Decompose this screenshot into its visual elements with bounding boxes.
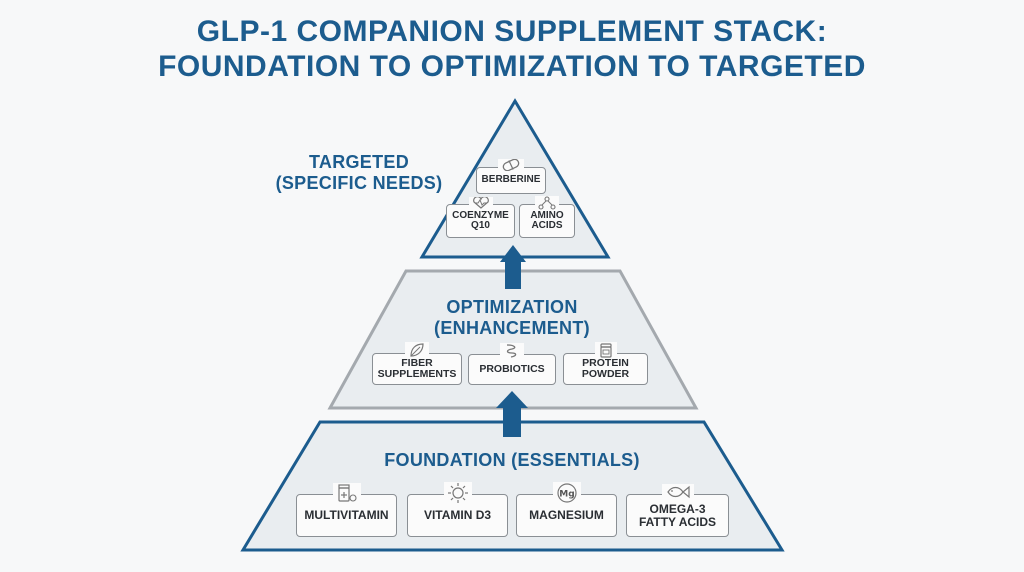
sun-icon bbox=[443, 482, 472, 504]
magnesium-element-icon: Mg bbox=[552, 482, 581, 504]
up-arrow-top bbox=[500, 245, 526, 289]
probiotics-box: PROBIOTICS bbox=[468, 343, 556, 385]
fish-icon bbox=[661, 484, 694, 500]
multivitamin-label: MULTIVITAMIN bbox=[304, 508, 389, 523]
molecule-icon bbox=[535, 196, 559, 210]
leaf-icon bbox=[405, 342, 429, 358]
berberine-label: BERBERINE bbox=[481, 174, 541, 186]
coenzyme-q10-box: COENZYME Q10 bbox=[446, 196, 515, 238]
page-title: GLP-1 COMPANION SUPPLEMENT STACK: FOUNDA… bbox=[0, 14, 1024, 84]
optimization-tier-label: OPTIMIZATION (ENHANCEMENT) bbox=[392, 297, 632, 339]
coenzyme-label-line-1: COENZYME bbox=[452, 209, 509, 221]
optimization-label-line-1: OPTIMIZATION bbox=[446, 297, 578, 317]
title-line-2: FOUNDATION TO OPTIMIZATION TO TARGETED bbox=[158, 50, 866, 83]
protein-label-line-2: POWDER bbox=[581, 368, 630, 380]
foundation-tier-label: FOUNDATION (ESSENTIALS) bbox=[384, 450, 640, 470]
up-arrow-bottom bbox=[496, 391, 528, 437]
omega-3-box: OMEGA-3 FATTY ACIDS bbox=[626, 484, 729, 537]
probiotics-label: PROBIOTICS bbox=[479, 362, 545, 375]
magnesium-box: Mg MAGNESIUM bbox=[516, 482, 617, 537]
capsule-icon bbox=[498, 158, 524, 172]
vitamin-d3-box: VITAMIN D3 bbox=[407, 482, 508, 537]
fiber-supplements-box: FIBER SUPPLEMENTS bbox=[372, 342, 462, 385]
omega-label-line-1: OMEGA-3 bbox=[649, 501, 706, 516]
fiber-label-line-1: FIBER bbox=[401, 356, 433, 369]
vitamin-d3-label: VITAMIN D3 bbox=[423, 508, 492, 523]
coenzyme-label-line-2: Q10 bbox=[471, 220, 490, 231]
magnesium-symbol: Mg bbox=[559, 490, 574, 500]
optimization-label-line-2: (ENHANCEMENT) bbox=[434, 318, 590, 338]
heart-pulse-icon bbox=[468, 196, 493, 209]
targeted-tier-label: TARGETED (SPECIFIC NEEDS) bbox=[256, 152, 462, 194]
berberine-box: BERBERINE bbox=[476, 158, 546, 194]
optimization-tier-shape bbox=[327, 269, 699, 410]
targeted-label-line-2: (SPECIFIC NEEDS) bbox=[275, 173, 443, 193]
amino-acids-box: AMINO ACIDS bbox=[519, 196, 575, 238]
gut-icon bbox=[500, 343, 524, 359]
protein-label-line-1: PROTEIN bbox=[582, 356, 629, 369]
multivitamin-box: MULTIVITAMIN bbox=[296, 483, 397, 537]
pill-bottle-icon bbox=[332, 483, 361, 503]
protein-tub-icon bbox=[594, 342, 617, 358]
protein-powder-box: PROTEIN POWDER bbox=[563, 342, 648, 385]
fiber-label-line-2: SUPPLEMENTS bbox=[377, 368, 457, 380]
title-line-1: GLP-1 COMPANION SUPPLEMENT STACK: bbox=[196, 15, 828, 48]
amino-label-line-1: AMINO bbox=[530, 209, 564, 221]
magnesium-label: MAGNESIUM bbox=[529, 508, 604, 523]
amino-label-line-2: ACIDS bbox=[531, 220, 563, 231]
omega-label-line-2: FATTY ACIDS bbox=[638, 514, 717, 529]
targeted-label-line-1: TARGETED bbox=[308, 152, 410, 172]
